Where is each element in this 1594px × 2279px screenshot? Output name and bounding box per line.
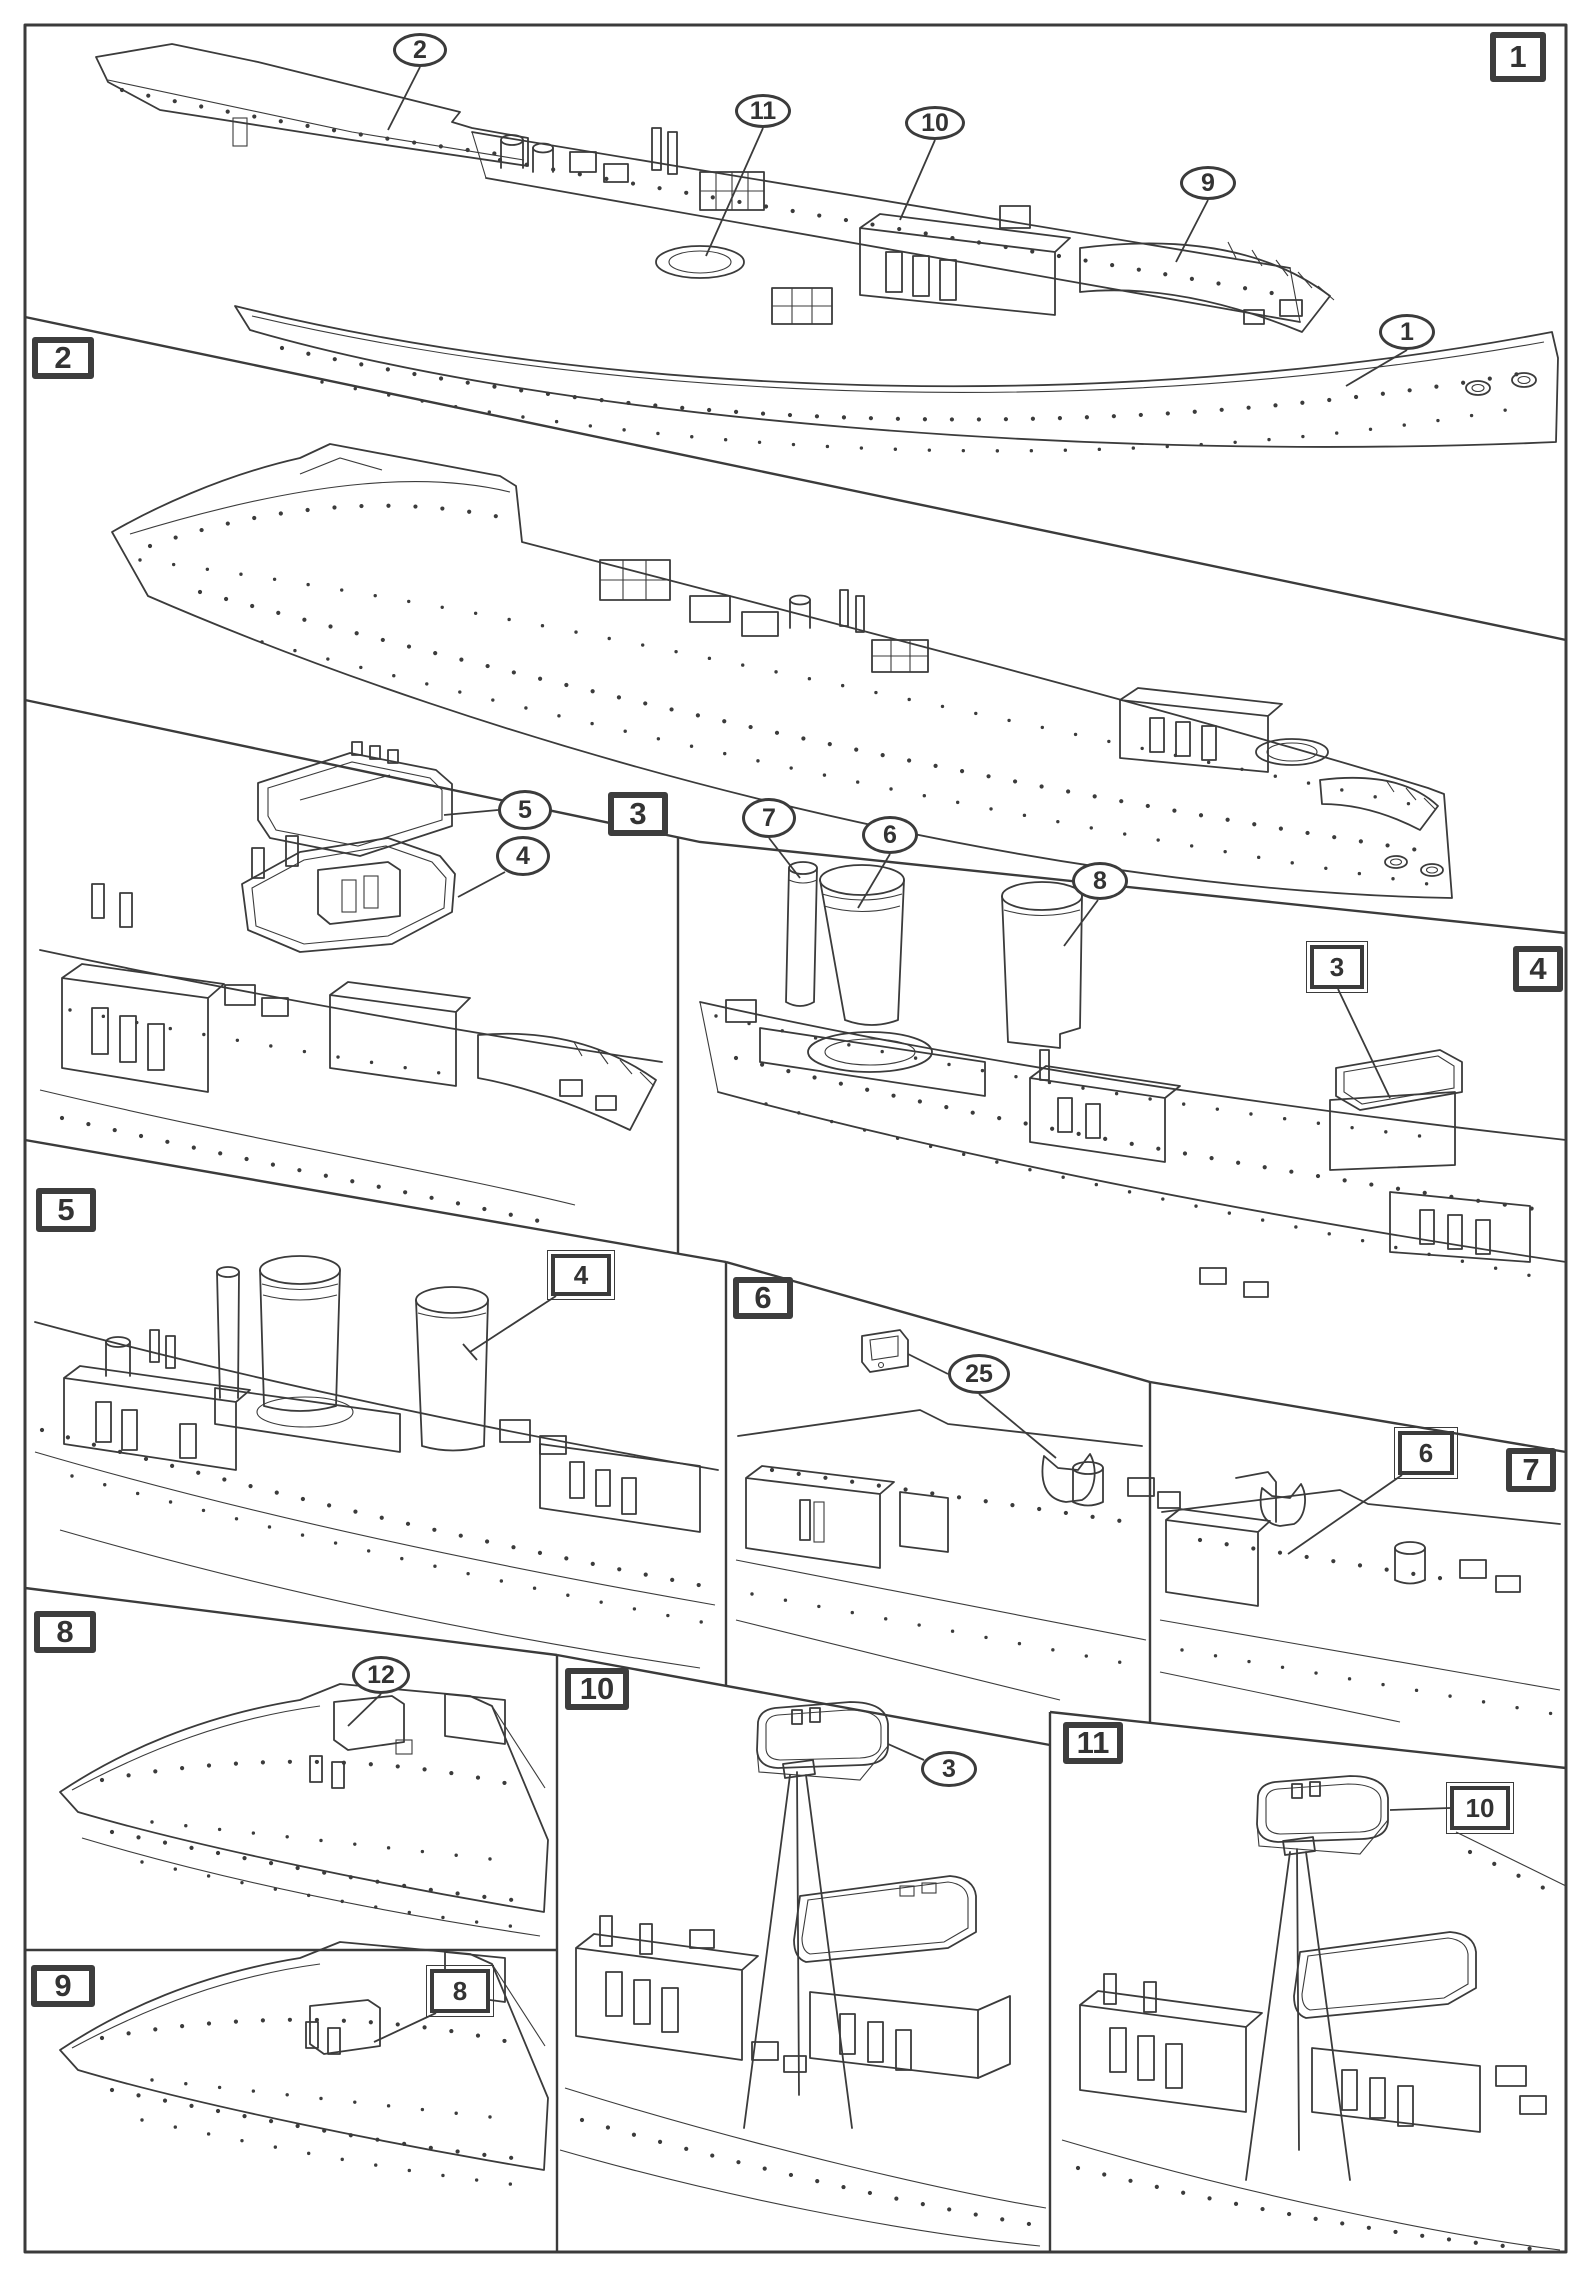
panel-label-4: 4: [1513, 946, 1563, 992]
callout-part-4: 4: [496, 836, 550, 876]
callout-part-8: 8: [1072, 862, 1128, 900]
callout-leader-lines: [347, 66, 1451, 2043]
callout-assembly-10: 10: [1446, 1782, 1514, 1834]
panel-label-10: 10: [565, 1668, 629, 1710]
panel-separators: [24, 315, 1567, 2252]
callout-part-25: 25: [948, 1354, 1010, 1394]
panel-1-ship-drawing: [95, 43, 1559, 453]
panel-7-ship-drawing: [1159, 1471, 1561, 1723]
panel-label-9: 9: [31, 1965, 95, 2007]
panel-4-ship-drawing: [699, 861, 1567, 1298]
panel-6-ship-drawing: [735, 1329, 1181, 1701]
panel-label-6: 6: [733, 1277, 793, 1319]
panel-label-5: 5: [36, 1188, 96, 1232]
callout-part-5: 5: [498, 790, 552, 830]
callout-assembly-4: 4: [547, 1250, 615, 1300]
callout-part-9: 9: [1180, 166, 1236, 200]
panel-10-ship-drawing: [559, 1701, 1047, 2247]
panel-label-8: 8: [34, 1611, 96, 1653]
panel-8-ship-drawing: [59, 1683, 549, 1937]
panel-3-ship-drawing: [39, 741, 663, 1227]
callout-part-3: 3: [921, 1751, 977, 1787]
panel-9-ship-drawing: [59, 1941, 549, 2188]
callout-part-6: 6: [862, 816, 918, 854]
callout-assembly-6: 6: [1394, 1427, 1458, 1479]
panel-label-11: 11: [1063, 1722, 1123, 1764]
page-border: [23, 23, 1568, 2254]
callout-assembly-3: 3: [1306, 941, 1368, 993]
panel-label-1: 1: [1490, 32, 1546, 82]
callout-part-11: 11: [735, 94, 791, 128]
callout-part-1: 1: [1379, 314, 1435, 350]
panel-label-7: 7: [1506, 1448, 1556, 1492]
panel-label-3: 3: [608, 792, 668, 836]
panel-11-ship-drawing: [1061, 1775, 1567, 2253]
callout-part-2: 2: [393, 33, 447, 67]
callout-part-7: 7: [742, 798, 796, 838]
callout-part-12: 12: [352, 1656, 410, 1694]
callout-part-10: 10: [905, 106, 965, 140]
panel-2-ship-drawing: [111, 443, 1453, 899]
panel-label-2: 2: [32, 337, 94, 379]
panel-5-ship-drawing: [34, 1255, 719, 1669]
callout-assembly-8: 8: [426, 1965, 494, 2017]
